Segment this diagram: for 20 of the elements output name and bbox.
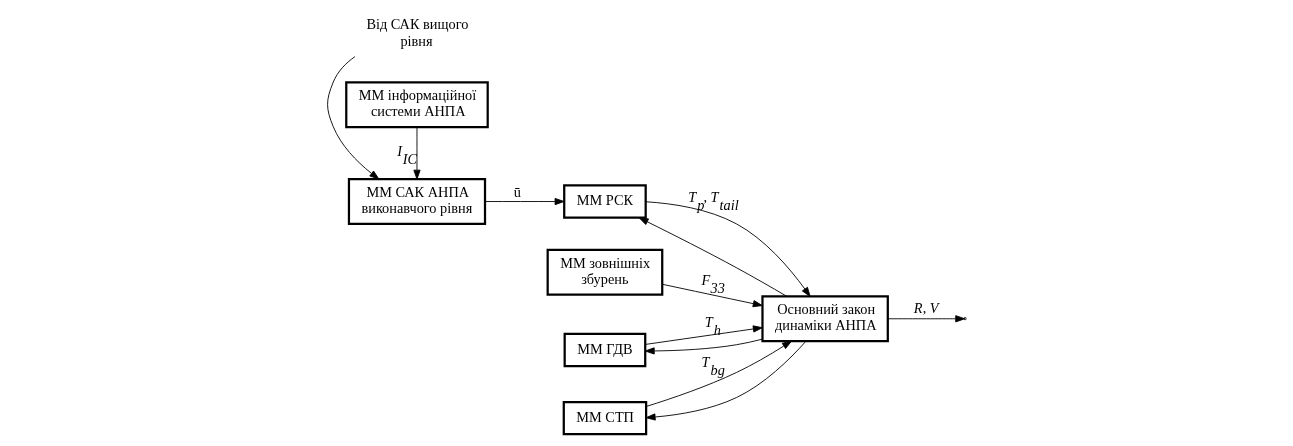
node-text: Від САК вищого рівня — [366, 16, 469, 49]
arrow — [644, 325, 763, 345]
arrow — [638, 217, 787, 297]
node-box: ММ зовнішніх збурень — [546, 248, 664, 296]
node-box: ММ ГДВ — [563, 332, 647, 368]
edge-label: ū — [513, 183, 521, 200]
node-box: Основний закон динаміки АНПА — [761, 295, 889, 343]
node-box: ММ САК АНПА виконавчого рівня — [347, 178, 487, 225]
node-box: ММ РСК — [563, 184, 647, 219]
arrow — [484, 197, 565, 206]
arrow — [661, 283, 763, 308]
arrow — [645, 340, 792, 407]
node-box: ММ СТП — [562, 400, 648, 436]
arrow — [644, 338, 763, 355]
edge-label: R, V — [913, 300, 939, 317]
arrow — [413, 127, 421, 180]
arrow — [327, 56, 380, 180]
arrow — [645, 201, 811, 297]
arrow — [645, 340, 807, 421]
node-box: ММ інформаційної системи АНПА — [345, 81, 489, 129]
